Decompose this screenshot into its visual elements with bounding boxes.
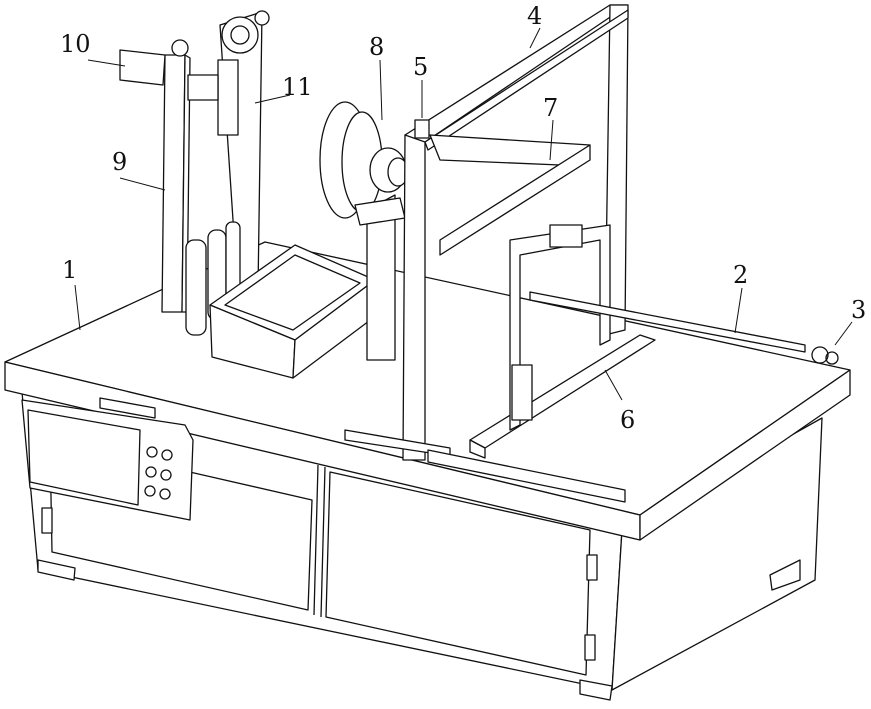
label-8: 8 [369, 33, 384, 61]
label-11: 11 [282, 73, 313, 101]
label-7: 7 [543, 94, 558, 122]
label-4: 4 [527, 2, 542, 30]
label-2: 2 [733, 261, 748, 289]
label-9: 9 [112, 148, 127, 176]
label-5: 5 [413, 53, 428, 81]
label-10: 10 [60, 30, 91, 58]
label-3: 3 [851, 296, 866, 324]
label-6: 6 [620, 406, 635, 434]
label-1: 1 [62, 256, 77, 284]
